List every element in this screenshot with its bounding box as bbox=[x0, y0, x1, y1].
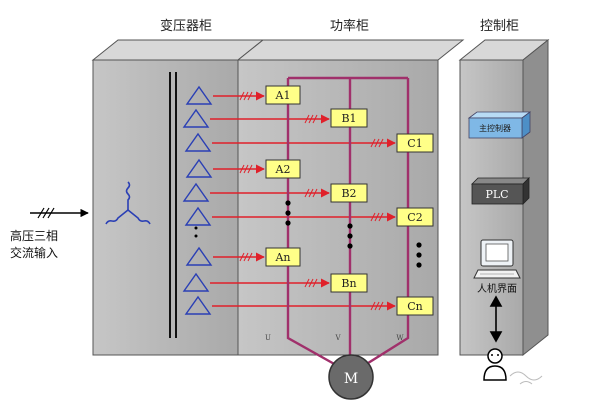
power-cell-c2: C2 bbox=[396, 207, 434, 227]
plc-label: PLC bbox=[485, 188, 508, 201]
phase-w-label: W bbox=[396, 334, 404, 342]
feed-arrow-hatch bbox=[308, 278, 314, 288]
feed-arrow-hatch bbox=[370, 301, 376, 311]
power-cell-an: An bbox=[265, 247, 301, 267]
hmi-label: 人机界面 bbox=[477, 282, 517, 295]
motor-icon: M bbox=[328, 354, 374, 400]
secondary-winding-triangle-icon bbox=[184, 206, 212, 226]
feed-arrow-hatch bbox=[312, 278, 318, 288]
cell-ellipsis bbox=[285, 200, 422, 268]
feed-arrow-hatch bbox=[239, 252, 245, 262]
power-cell-a2: A2 bbox=[265, 159, 301, 179]
feed-arrow-hatch bbox=[239, 164, 245, 174]
primary-y-winding-icon bbox=[105, 181, 151, 225]
decorative-flourish-icon bbox=[509, 371, 543, 385]
cell-label: C2 bbox=[407, 211, 422, 224]
feed-arrow-hatch bbox=[247, 252, 253, 262]
power-cell-c1: C1 bbox=[396, 133, 434, 153]
cell-label: An bbox=[274, 251, 290, 264]
cell-label: B1 bbox=[341, 112, 356, 125]
main-controller-label: 主控制器 bbox=[479, 123, 511, 133]
phase-v-label: V bbox=[334, 334, 341, 342]
feed-arrow-hatch bbox=[308, 188, 314, 198]
power-cell-cn: Cn bbox=[396, 296, 434, 316]
feed-arrow-hatch bbox=[378, 301, 384, 311]
feed-arrow-hatch bbox=[378, 212, 384, 222]
transformer-cabinet-header: 变压器柜 bbox=[160, 18, 212, 34]
secondary-winding-triangle-icon bbox=[182, 182, 210, 202]
secondary-winding-triangle-icon bbox=[185, 158, 213, 178]
main-controller: 主控制器 bbox=[467, 111, 532, 139]
feed-arrow-hatch bbox=[370, 212, 376, 222]
secondary-winding-triangle-icon bbox=[184, 132, 212, 152]
feed-arrow-hatch bbox=[312, 114, 318, 124]
cell-label: A2 bbox=[275, 163, 291, 176]
secondary-winding-triangle-icon bbox=[185, 85, 213, 105]
feed-arrow-hatch bbox=[374, 138, 380, 148]
motor-label: M bbox=[344, 371, 358, 387]
input-label-line1: 高压三相 bbox=[10, 228, 58, 243]
cell-label: Bn bbox=[341, 277, 356, 290]
cell-label: A1 bbox=[275, 89, 291, 102]
feed-arrow-hatch bbox=[374, 212, 380, 222]
power-cell-bn: Bn bbox=[330, 273, 368, 293]
control-cabinet-header: 控制柜 bbox=[480, 19, 519, 34]
feed-arrows bbox=[210, 91, 396, 311]
plc-unit: PLC bbox=[471, 177, 530, 205]
feed-arrow-hatch bbox=[308, 114, 314, 124]
feed-arrow-hatch bbox=[370, 138, 376, 148]
secondary-winding-triangle-icon bbox=[184, 295, 212, 315]
feed-arrow-hatch bbox=[247, 91, 253, 101]
phase-u-label: U bbox=[265, 334, 271, 342]
power-cell-b1: B1 bbox=[330, 108, 368, 128]
secondary-winding-triangle-icon bbox=[182, 272, 210, 292]
power-cell-a1: A1 bbox=[265, 85, 301, 105]
feed-arrow-hatch bbox=[243, 252, 249, 262]
feed-arrow-hatch bbox=[304, 114, 310, 124]
secondary-winding-triangle-icon bbox=[185, 246, 213, 266]
hv-input bbox=[30, 207, 89, 219]
feed-arrow-hatch bbox=[374, 301, 380, 311]
cell-label: C1 bbox=[407, 137, 422, 150]
power-cabinet-header: 功率柜 bbox=[330, 18, 369, 34]
cell-label: Cn bbox=[407, 300, 423, 313]
feed-arrow-hatch bbox=[243, 91, 249, 101]
secondary-winding-triangle-icon bbox=[182, 108, 210, 128]
feed-arrow-hatch bbox=[304, 278, 310, 288]
input-label-line2: 交流输入 bbox=[10, 245, 58, 260]
operator-icon bbox=[483, 348, 507, 381]
hmi-computer-icon bbox=[473, 239, 521, 279]
secondary-winding-ellipsis bbox=[194, 226, 198, 238]
feed-arrow-hatch bbox=[239, 91, 245, 101]
feed-arrow-hatch bbox=[378, 138, 384, 148]
hmi-user-link bbox=[489, 295, 503, 343]
power-cell-b2: B2 bbox=[330, 183, 368, 203]
secondary-windings bbox=[182, 85, 213, 315]
feed-arrow-hatch bbox=[304, 188, 310, 198]
feed-arrow-hatch bbox=[243, 164, 249, 174]
feed-arrow-hatch bbox=[247, 164, 253, 174]
cell-label: B2 bbox=[341, 187, 356, 200]
feed-arrow-hatch bbox=[312, 188, 318, 198]
